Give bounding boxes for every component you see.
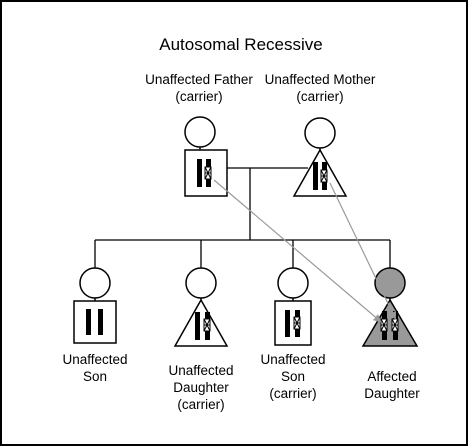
daughter-carrier: Unaffected Daughter (carrier) xyxy=(168,267,234,412)
son-carrier: Unaffected Son (carrier) xyxy=(260,267,326,401)
mother: Unaffected Mother (carrier) xyxy=(265,72,376,197)
daughter2-circle-symbol xyxy=(374,267,406,299)
son2-label-line2: Son xyxy=(281,369,305,384)
daughter1-label-line3: (carrier) xyxy=(177,397,224,412)
daughter2-mutation-mark-b xyxy=(391,318,399,332)
father-circle-symbol xyxy=(184,116,216,148)
son1-label-line1: Unaffected xyxy=(62,352,127,367)
son1-chromosome-a xyxy=(86,309,91,335)
father-label-line2: (carrier) xyxy=(175,89,222,104)
mother-triangle-symbol xyxy=(292,148,348,197)
son1-chromosome-b xyxy=(98,309,103,335)
daughter2-label-line1: Affected xyxy=(367,369,416,384)
son1-label-line2: Son xyxy=(83,369,107,384)
son2-label-line3: (carrier) xyxy=(269,386,316,401)
daughter1-circle-symbol xyxy=(185,267,217,299)
mother-chromosome-normal xyxy=(313,162,318,190)
mother-circle-symbol xyxy=(304,117,336,149)
father-mutation-mark xyxy=(204,166,212,180)
inheritance-arrow-from-father xyxy=(213,179,382,323)
son-unaffected: Unaffected Son xyxy=(62,267,128,384)
daughter1-triangle-symbol xyxy=(173,298,229,347)
daughter2-label-line2: Daughter xyxy=(364,386,420,401)
son2-chromosome-normal xyxy=(285,310,290,337)
daughter2-mutation-mark-a xyxy=(380,318,388,332)
son2-square-symbol xyxy=(274,300,312,346)
father-chromosome-normal xyxy=(197,159,202,187)
son2-mutation-mark xyxy=(293,316,301,330)
daughter1-label-line2: Daughter xyxy=(173,380,229,395)
inheritance-arrow-from-mother xyxy=(329,182,397,320)
father-label-line1: Unaffected Father xyxy=(145,72,253,87)
diagram-title: Autosomal Recessive xyxy=(159,35,322,54)
daughter-affected: Affected Daughter xyxy=(361,267,420,401)
daughter1-chromosome-normal xyxy=(195,312,200,340)
mother-mutation-mark xyxy=(320,169,328,183)
daughter2-triangle-symbol xyxy=(361,298,419,347)
son2-label-line1: Unaffected xyxy=(260,352,325,367)
daughter1-mutation-mark xyxy=(203,318,211,332)
daughter1-label-line1: Unaffected xyxy=(168,363,233,378)
son2-circle-symbol xyxy=(277,267,309,299)
son1-square-symbol xyxy=(73,300,117,344)
son1-circle-symbol xyxy=(79,267,111,299)
father: Unaffected Father (carrier) xyxy=(145,72,253,197)
mother-label-line1: Unaffected Mother xyxy=(265,72,376,87)
mother-label-line2: (carrier) xyxy=(296,89,343,104)
